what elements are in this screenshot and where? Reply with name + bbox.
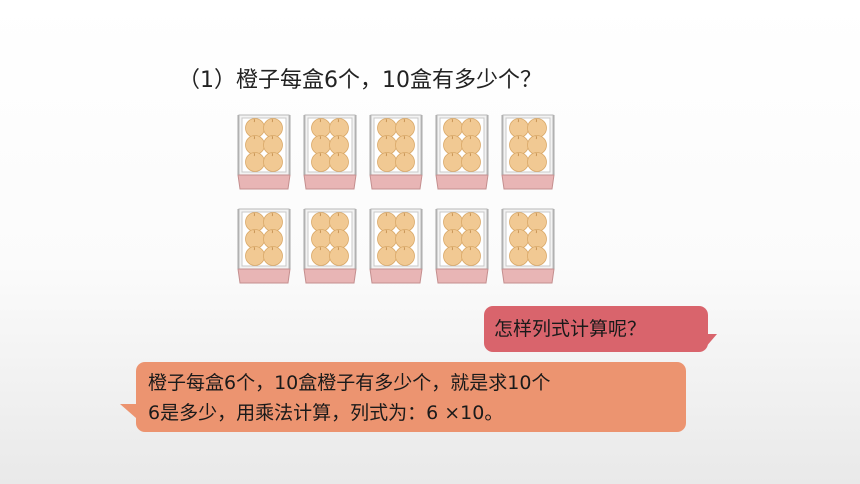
orange-box xyxy=(368,207,424,285)
answer-line-1: 橙子每盒6个，10盒橙子有多少个，就是求10个 xyxy=(148,372,551,394)
orange-bubble-tail xyxy=(120,404,136,418)
answer-speech-bubble: 橙子每盒6个，10盒橙子有多少个，就是求10个 6是多少，用乘法计算，列式为：6… xyxy=(136,362,686,432)
question-speech-bubble: 怎样列式计算呢？ xyxy=(484,306,708,352)
orange-box xyxy=(434,113,490,191)
question-text: （1）橙子每盒6个，10盒有多少个？ xyxy=(178,68,542,93)
orange-box xyxy=(500,113,556,191)
pink-bubble-tail xyxy=(705,334,717,348)
orange-box xyxy=(302,113,358,191)
orange-boxes-grid xyxy=(236,113,564,289)
orange-box xyxy=(500,207,556,285)
speech-bubble-text: 怎样列式计算呢？ xyxy=(494,318,647,340)
orange-box xyxy=(236,207,292,285)
orange-box xyxy=(434,207,490,285)
answer-line-2: 6是多少，用乘法计算，列式为：6 ×10。 xyxy=(148,402,504,424)
orange-box xyxy=(302,207,358,285)
orange-box xyxy=(368,113,424,191)
orange-box xyxy=(236,113,292,191)
